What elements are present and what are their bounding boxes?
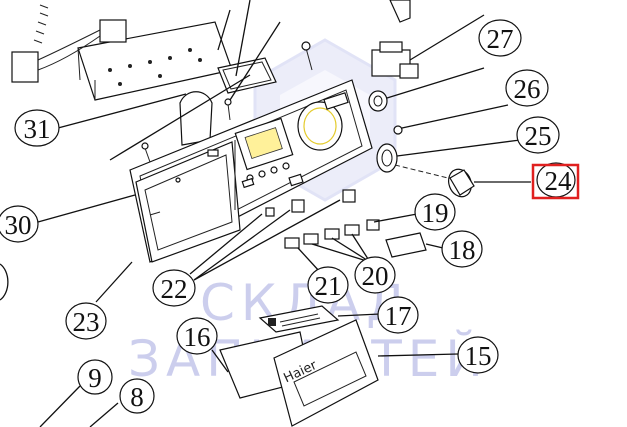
callout-23-label: 23 — [73, 307, 100, 337]
control-board-pcb — [11, 19, 233, 101]
button-caps — [265, 189, 356, 217]
callout-16-label: 16 — [184, 322, 211, 352]
small-washer — [393, 104, 509, 135]
callout-17: 17 — [377, 296, 419, 334]
callout-26-label: 26 — [514, 74, 541, 104]
screw-top-middle — [141, 41, 313, 163]
callout-9-label: 9 — [88, 363, 102, 393]
screws-top-left — [33, 4, 49, 44]
knob-bearing — [368, 67, 485, 112]
dispenser-seal-plate — [258, 305, 381, 333]
callout-27-label: 27 — [487, 24, 514, 54]
callout-26: 26 — [505, 69, 549, 107]
callout-18: 18 — [441, 230, 483, 268]
callout-20-label: 20 — [362, 261, 389, 291]
callout-24-label: 24 — [545, 166, 573, 196]
callout-20: 20 — [354, 256, 396, 294]
clip-top-right — [389, 0, 411, 23]
control-panel-frame — [129, 79, 373, 263]
callout-25: 25 — [516, 116, 560, 154]
detergent-drawer: Haier — [211, 319, 459, 427]
callout-16: 16 — [176, 317, 218, 355]
callout-9: 9 — [77, 359, 113, 395]
callout-8-label: 8 — [130, 382, 144, 412]
callout-15: 15 — [457, 336, 499, 374]
callout-31-label: 31 — [24, 114, 51, 144]
display-label-plate — [217, 57, 277, 94]
callout-24: 24 — [531, 162, 580, 200]
callout-17-label: 17 — [385, 301, 412, 331]
callout-31: 31 — [14, 109, 60, 147]
callout-30: 30 — [0, 205, 39, 243]
callout-21: 21 — [307, 266, 349, 304]
callout-19-label: 19 — [422, 198, 449, 228]
callout-19: 19 — [414, 193, 456, 231]
door-lock-switch — [371, 14, 485, 79]
callout-8: 8 — [119, 378, 155, 414]
callout-25-label: 25 — [525, 121, 552, 151]
callout-21-label: 21 — [315, 271, 342, 301]
callout-22: 22 — [152, 269, 196, 307]
callout-15-label: 15 — [465, 341, 492, 371]
program-knob — [448, 168, 531, 198]
led-board — [385, 232, 444, 258]
knob-ring — [376, 139, 521, 173]
callout-30-label: 30 — [5, 210, 32, 240]
callout-18-label: 18 — [449, 235, 476, 265]
callout-27: 27 — [478, 19, 522, 57]
callout-24-highlight — [531, 163, 580, 200]
selector-bracket — [179, 91, 213, 146]
callout-23: 23 — [65, 302, 107, 340]
button-switches — [284, 219, 380, 249]
partial-callout-left — [0, 263, 9, 301]
callout-22-label: 22 — [161, 274, 188, 304]
